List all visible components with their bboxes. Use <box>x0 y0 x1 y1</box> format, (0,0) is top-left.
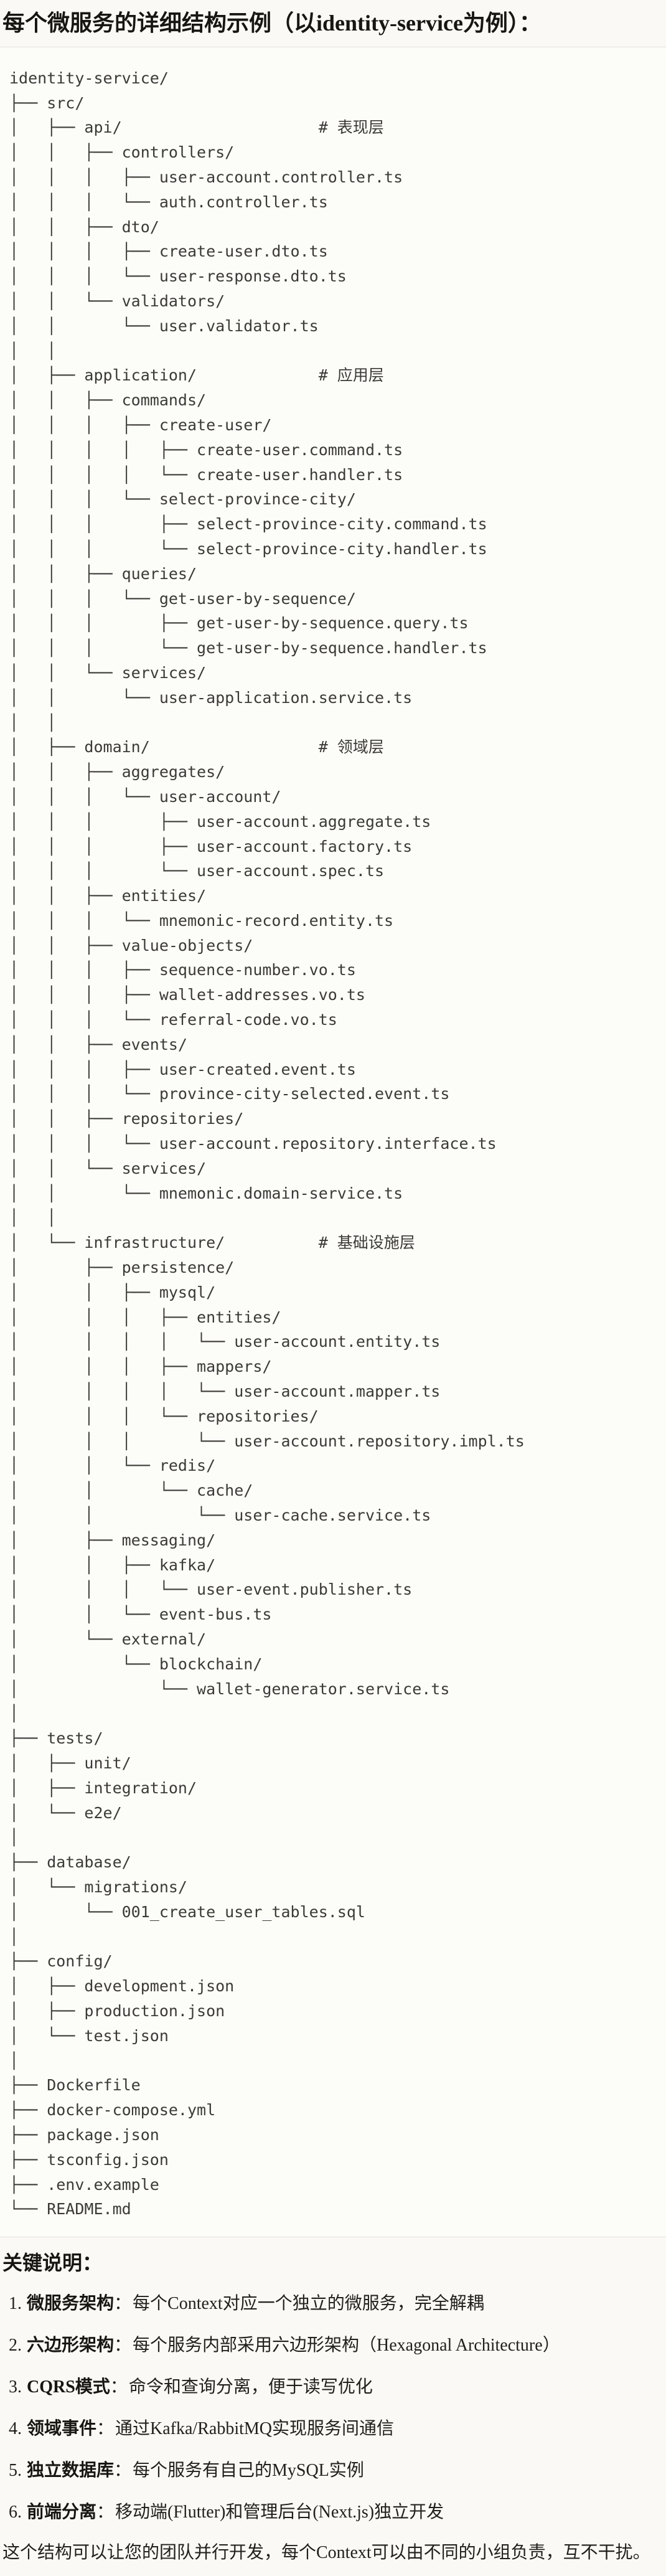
closing-paragraph: 这个结构可以让您的团队并行开发，每个Context可以由不同的小组负责，互不干扰… <box>2 2543 650 2563</box>
list-number: 3. <box>9 2377 22 2397</box>
list-item: 5.独立数据库：每个服务有自己的MySQL实例 <box>9 2458 664 2484</box>
page-title: 每个微服务的详细结构示例（以identity-service为例）： <box>2 11 542 35</box>
note-term: 领域事件 <box>27 2419 97 2439</box>
note-description: 移动端(Flutter)和管理后台(Next.js)独立开发 <box>115 2503 444 2522</box>
notes-heading: 关键说明： <box>2 2252 103 2275</box>
note-separator: ： <box>96 2503 115 2522</box>
list-item: 4.领域事件：通过Kafka/RabbitMQ实现服务间通信 <box>9 2416 664 2442</box>
note-term: CQRS模式 <box>27 2377 110 2397</box>
list-number: 1. <box>9 2294 22 2314</box>
note-separator: ： <box>114 2294 132 2314</box>
note-separator: ： <box>96 2419 115 2439</box>
list-item: 6. 前端分离：移动端(Flutter)和管理后台(Next.js)独立开发 <box>9 2499 664 2526</box>
list-number: 4. <box>9 2419 22 2439</box>
list-number: 6. <box>9 2503 22 2522</box>
note-description: 每个服务内部采用六边形架构（Hexagonal Architecture） <box>133 2336 560 2356</box>
note-description: 每个Context对应一个独立的微服务，完全解耦 <box>133 2294 484 2314</box>
list-number: 5. <box>9 2461 22 2481</box>
note-separator: ： <box>114 2336 132 2356</box>
list-item: 2.六边形架构：每个服务内部采用六边形架构（Hexagonal Architec… <box>9 2333 664 2359</box>
note-description: 每个服务有自己的MySQL实例 <box>133 2461 364 2481</box>
list-item: 1.微服务架构：每个Context对应一个独立的微服务，完全解耦 <box>9 2291 664 2317</box>
directory-tree: identity-service/ ├── src/ │ ├── api/ # … <box>9 68 525 2219</box>
note-term: 独立数据库 <box>27 2461 115 2481</box>
note-term: 微服务架构 <box>27 2294 115 2314</box>
list-number: 2. <box>9 2336 22 2356</box>
note-description: 命令和查询分离，便于读写优化 <box>128 2377 373 2397</box>
note-description: 通过Kafka/RabbitMQ实现服务间通信 <box>115 2419 394 2439</box>
note-term: 前端分离 <box>27 2503 97 2522</box>
note-separator: ： <box>110 2377 128 2397</box>
note-term: 六边形架构 <box>27 2336 115 2356</box>
list-item: 3.CQRS模式：命令和查询分离，便于读写优化 <box>9 2374 664 2400</box>
note-separator: ： <box>114 2461 132 2481</box>
code-block: identity-service/ ├── src/ │ ├── api/ # … <box>0 46 666 2238</box>
